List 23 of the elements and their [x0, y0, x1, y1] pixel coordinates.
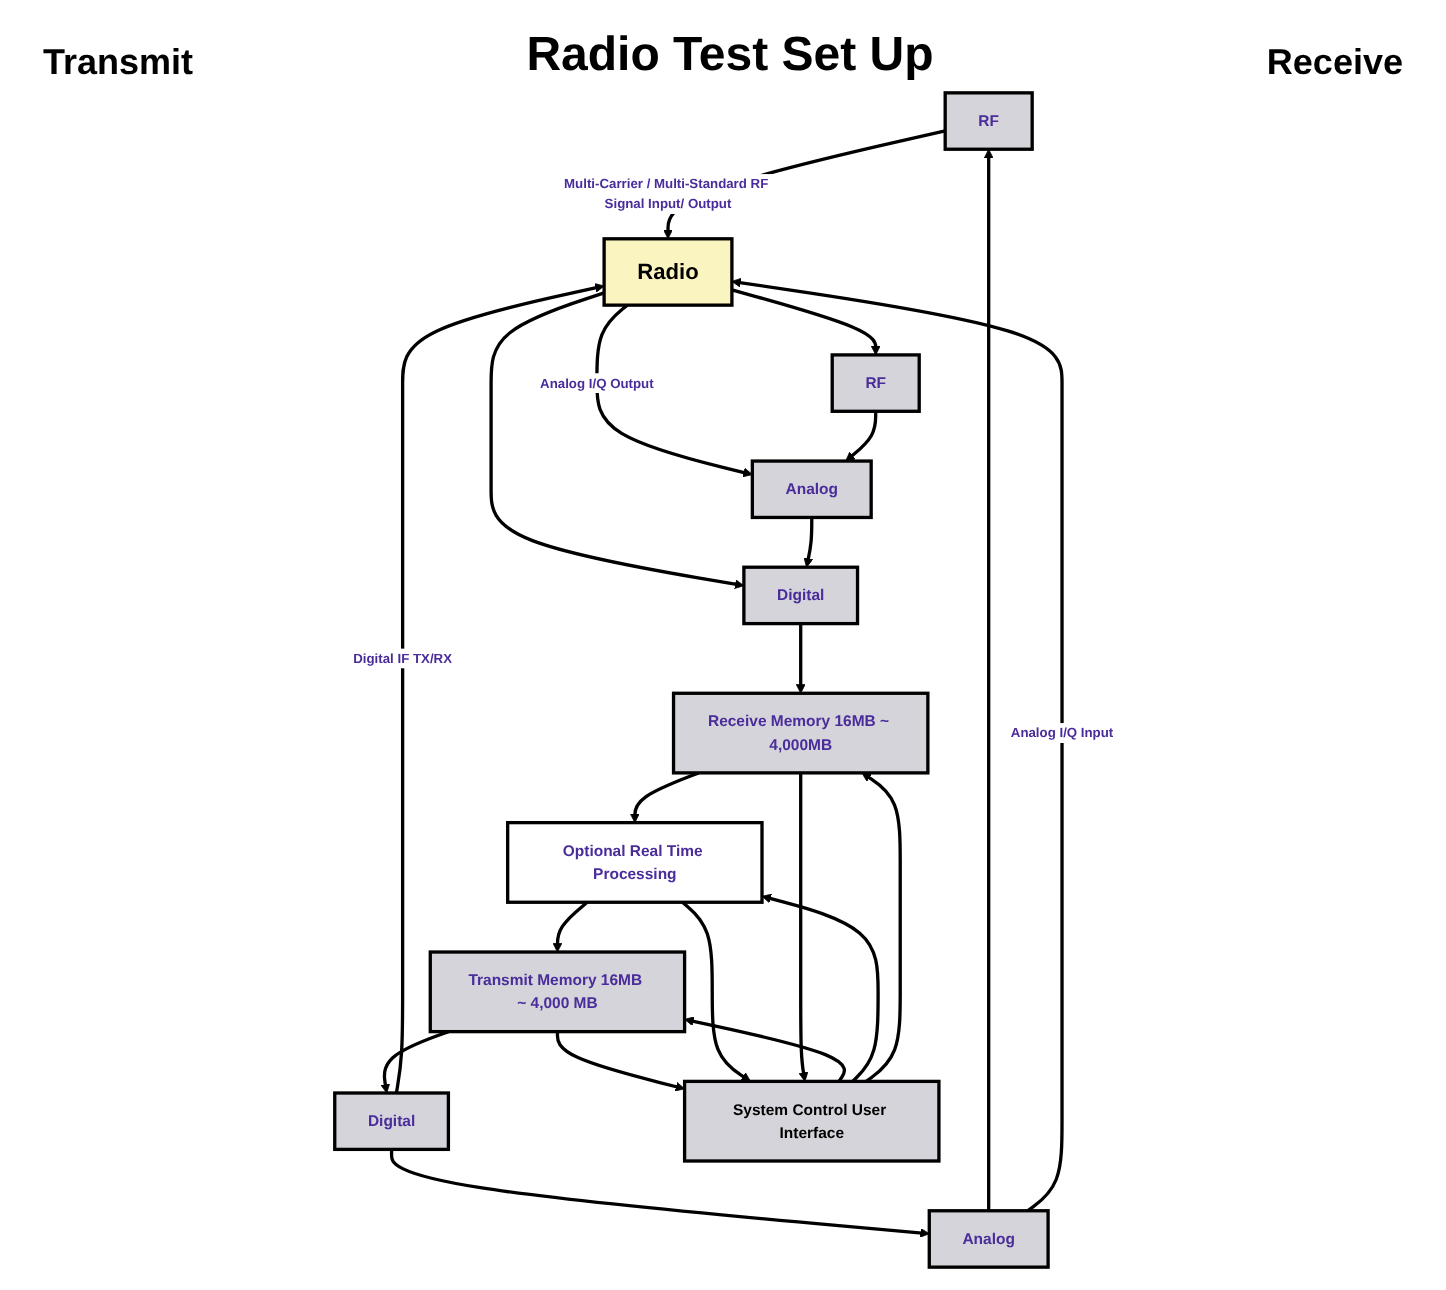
arrow [629, 771, 699, 824]
arrow [844, 411, 877, 462]
arrow [554, 1031, 685, 1092]
section-heading: Transmit [43, 42, 194, 84]
arrow [393, 283, 604, 1094]
arrow [488, 291, 744, 589]
arrow [794, 623, 805, 694]
arrow [680, 901, 750, 1082]
arrow [860, 772, 901, 1083]
arrow [797, 772, 808, 1082]
arrow [730, 277, 1063, 1213]
arrow [760, 893, 879, 1083]
section-heading: Receive [1266, 42, 1403, 84]
arrow [802, 517, 813, 568]
arrow [388, 1149, 929, 1238]
arrow [379, 1030, 449, 1094]
arrow [982, 148, 993, 1211]
arrow [683, 1016, 845, 1083]
arrow [594, 303, 752, 478]
diagram-title: Radio Test Set Up [526, 28, 934, 84]
node-box: Radio [601, 237, 733, 307]
arrow [730, 288, 880, 356]
arrow [551, 901, 588, 953]
